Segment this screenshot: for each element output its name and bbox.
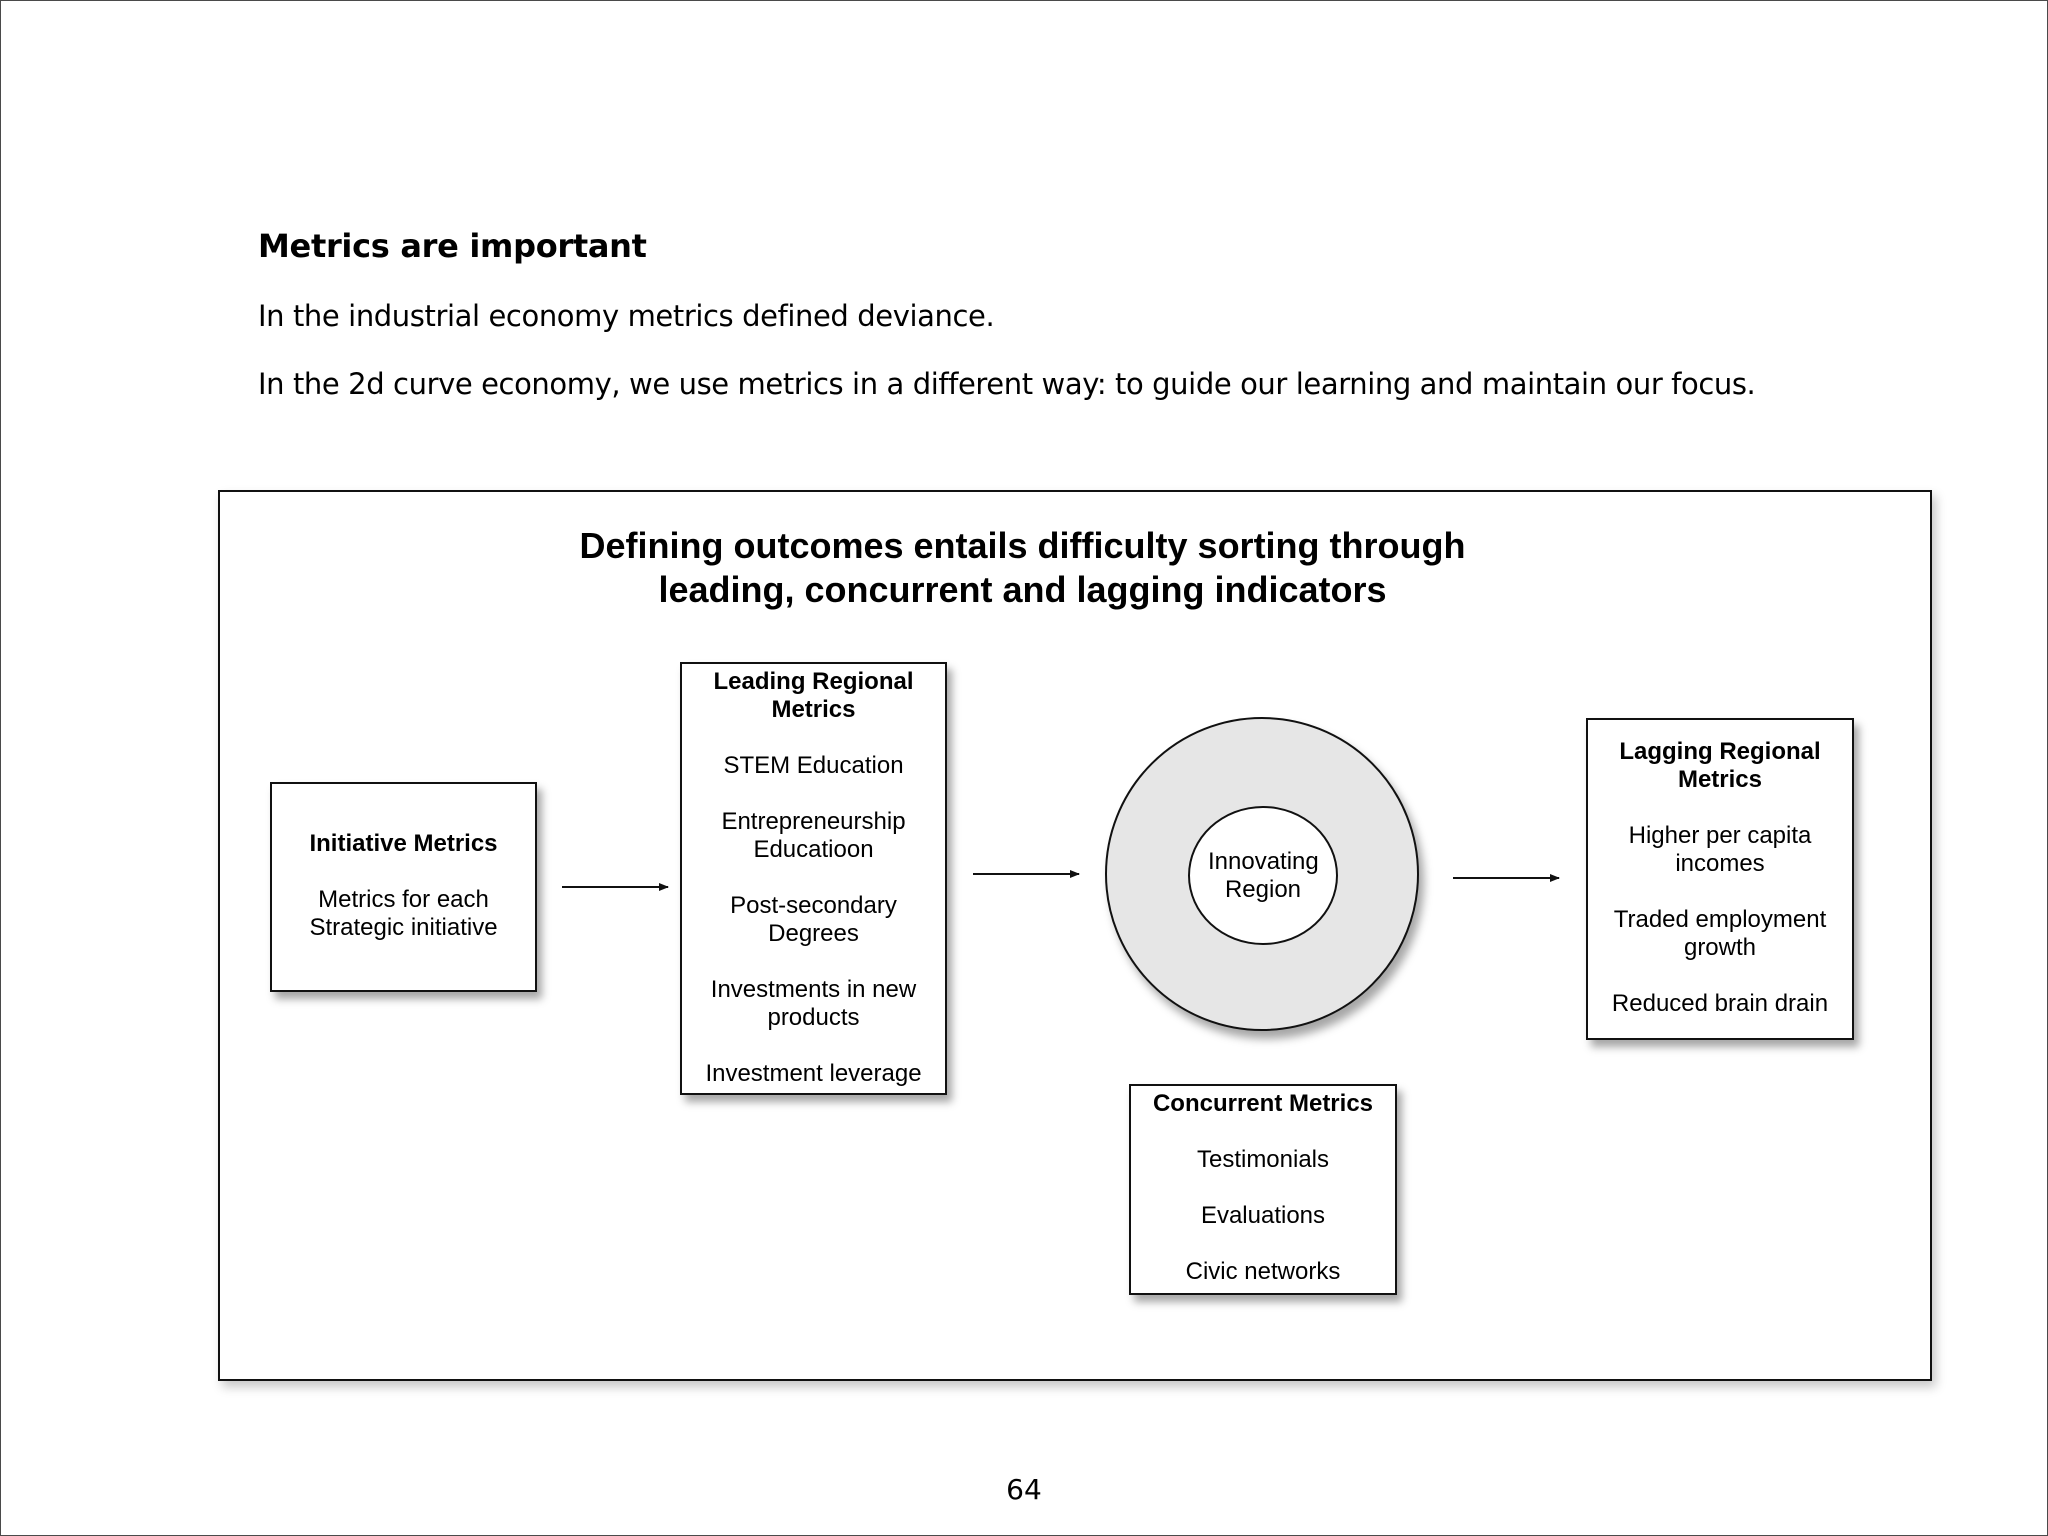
- paragraph-2d-curve: In the 2d curve economy, we use metrics …: [258, 367, 1756, 401]
- paragraph-industrial: In the industrial economy metrics define…: [258, 299, 995, 333]
- page-heading: Metrics are important: [258, 227, 647, 265]
- page-number: 64: [1006, 1473, 1042, 1506]
- lagging-metrics-box: Lagging Regional Metrics Higher per capi…: [1586, 718, 1854, 1040]
- concurrent-metrics-box: Concurrent Metrics Testimonials Evaluati…: [1129, 1084, 1397, 1295]
- lagging-metrics-title: Lagging Regional Metrics: [1619, 738, 1821, 793]
- diagram-title-line-2: leading, concurrent and lagging indicato…: [658, 569, 1387, 610]
- leading-metrics-box: Leading Regional Metrics STEM Education …: [680, 662, 947, 1095]
- innovating-region-label: Innovating Region: [1208, 847, 1319, 903]
- lagging-metrics-item: Higher per capita incomes: [1628, 822, 1812, 877]
- concurrent-metrics-item: Civic networks: [1185, 1258, 1341, 1285]
- concurrent-metrics-item: Testimonials: [1196, 1146, 1330, 1173]
- concurrent-metrics-title: Concurrent Metrics: [1152, 1090, 1374, 1117]
- leading-metrics-item: STEM Education: [723, 752, 904, 779]
- innovating-region-hub: Innovating Region: [1188, 806, 1338, 945]
- leading-metrics-item: Entrepreneurship Educatioon: [721, 808, 906, 863]
- initiative-metrics-item: Metrics for each Strategic initiative: [309, 886, 498, 941]
- leading-metrics-item: Investment leverage: [705, 1060, 922, 1087]
- lagging-metrics-item: Traded employment growth: [1613, 906, 1827, 961]
- diagram-title: Defining outcomes entails difficulty sor…: [560, 524, 1485, 612]
- leading-metrics-title: Leading Regional Metrics: [713, 668, 914, 723]
- concurrent-metrics-item: Evaluations: [1200, 1202, 1326, 1229]
- leading-metrics-item: Post-secondary Degrees: [730, 892, 897, 947]
- leading-metrics-item: Investments in new products: [710, 976, 917, 1031]
- initiative-metrics-title: Initiative Metrics: [309, 830, 498, 857]
- diagram-title-line-1: Defining outcomes entails difficulty sor…: [579, 525, 1466, 566]
- initiative-metrics-box: Initiative Metrics Metrics for each Stra…: [270, 782, 537, 992]
- lagging-metrics-item: Reduced brain drain: [1611, 990, 1829, 1017]
